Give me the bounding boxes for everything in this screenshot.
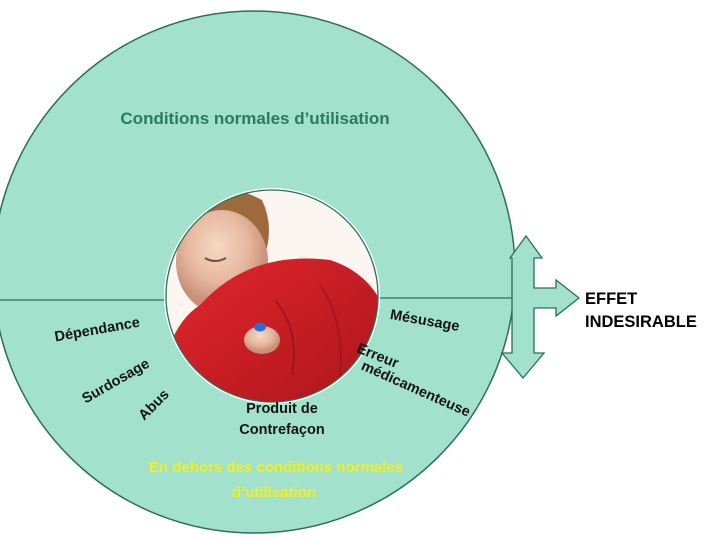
bottom-label-line1: En dehors des conditions normales (149, 459, 403, 476)
bottom-label-line2: d’utilisation (232, 484, 316, 501)
label-produit-line1: Produit de (246, 401, 318, 417)
top-label: Conditions normales d’utilisation (120, 109, 389, 128)
label-produit-line2: Contrefaçon (239, 422, 324, 438)
center-photo (164, 188, 380, 404)
double-arrow (500, 234, 581, 380)
pill-icon (254, 322, 266, 332)
outcome-label-line2: INDESIRABLE (585, 313, 697, 331)
outcome-label-line1: EFFET (585, 290, 637, 308)
